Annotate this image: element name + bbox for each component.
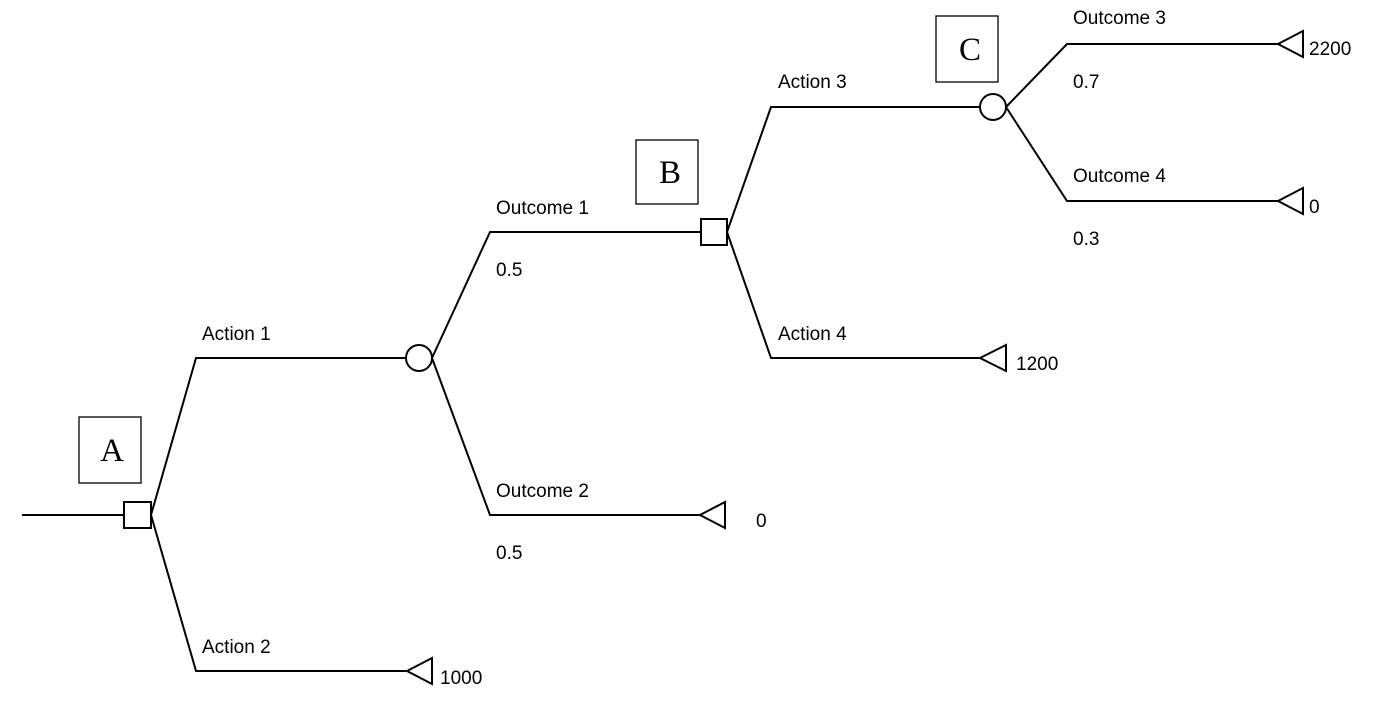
node-box-c [935,15,999,83]
node-label-c: C [959,32,981,68]
action1-label: Action 1 [202,324,271,345]
payoff-action4: 1200 [1016,354,1058,375]
outcome2-prob: 0.5 [496,543,522,564]
node-label-b: B [659,155,681,191]
outcome3-prob: 0.7 [1073,72,1099,93]
outcome2-label: Outcome 2 [496,481,589,502]
action1-branch [150,357,406,516]
action3-branch [726,106,980,233]
outcome4-label: Outcome 4 [1073,166,1166,187]
outcome1-prob: 0.5 [496,260,522,281]
terminal-action4 [977,343,1007,373]
decision-node-a [123,501,152,529]
payoff-action2: 1000 [440,668,482,689]
outcome2-branch [431,357,700,516]
outcome3-label: Outcome 3 [1073,8,1166,29]
node-label-a: A [100,433,124,469]
outcome1-label: Outcome 1 [496,198,589,219]
node-box-b [635,139,699,205]
action4-branch [726,231,980,359]
payoff-outcome3: 2200 [1309,39,1351,60]
outcome4-prob: 0.3 [1073,229,1099,250]
node-box-a [78,416,142,484]
terminal-outcome4 [1275,186,1304,216]
payoff-outcome4: 0 [1309,197,1320,218]
payoff-outcome2: 0 [756,511,767,532]
terminal-outcome2 [697,500,726,530]
outcome3-branch [1005,43,1278,108]
action2-branch [150,514,406,672]
terminal-action2 [404,656,433,686]
outcome4-branch [1005,106,1278,202]
action4-label: Action 4 [778,324,847,345]
decision-node-b [700,218,728,246]
outcome1-branch [431,231,701,359]
terminal-outcome3 [1275,29,1304,59]
action2-label: Action 2 [202,637,271,658]
chance-node-action1 [405,344,433,372]
action3-label: Action 3 [778,72,847,93]
chance-node-c [979,93,1007,121]
